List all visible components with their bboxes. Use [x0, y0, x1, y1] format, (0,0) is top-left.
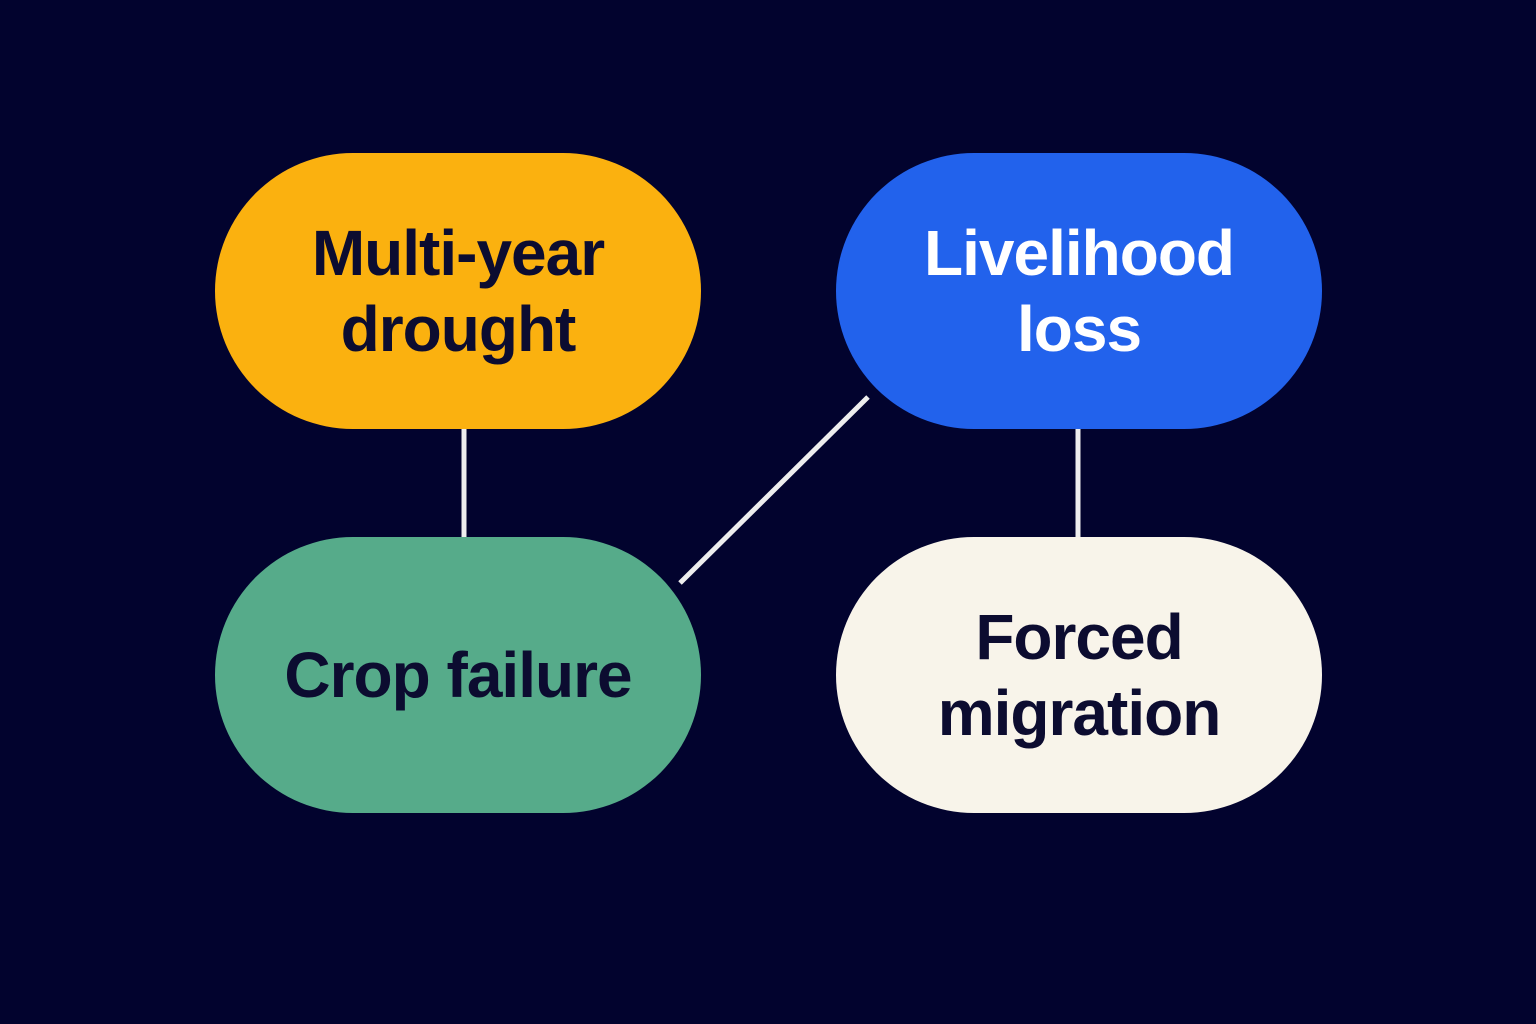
node-label: Livelihood loss: [924, 217, 1235, 365]
node-crop-failure: Crop failure: [215, 537, 701, 813]
node-livelihood-loss: Livelihood loss: [836, 153, 1322, 429]
node-forced-migration: Forced migration: [836, 537, 1322, 813]
edge-crop-to-livelihood: [678, 395, 870, 585]
node-multi-year-drought: Multi-year drought: [215, 153, 701, 429]
node-label: Crop failure: [284, 639, 632, 711]
node-label: Forced migration: [937, 601, 1222, 749]
node-label: Multi-year drought: [311, 217, 605, 365]
